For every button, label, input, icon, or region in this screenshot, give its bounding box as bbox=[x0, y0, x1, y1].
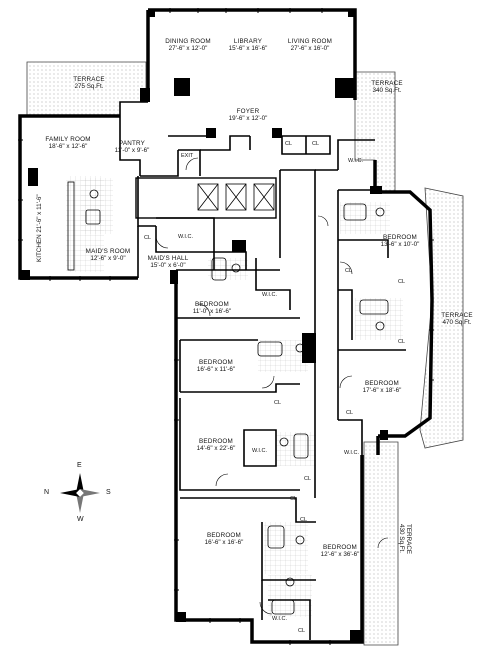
room-dimensions: 27'-6" x 12'-0" bbox=[168, 45, 208, 53]
room-name: MAID'S HALL bbox=[147, 255, 189, 262]
room-dimensions: 21'-6" x 11'-6" bbox=[36, 194, 43, 233]
room-dimensions: 15'-0" x 6'-0" bbox=[150, 262, 186, 270]
room-dimensions: 14'-6" x 22'-6" bbox=[196, 445, 236, 453]
walk-in-closet-label: W.I.C. bbox=[178, 234, 193, 240]
room-name: TERRACE bbox=[73, 76, 105, 83]
room-bedroom-5: BEDROOM 12'-6" x 36'-6" bbox=[312, 544, 368, 558]
compass-s: S bbox=[106, 489, 111, 496]
room-dimensions: 15'-6" x 16'-6" bbox=[228, 45, 268, 53]
room-living: LIVING ROOM 27'-6" x 16'-0" bbox=[280, 38, 340, 52]
compass-w: W bbox=[77, 516, 84, 523]
room-bedroom-2: BEDROOM 16'-6" x 11'-6" bbox=[188, 359, 244, 373]
room-name: FOYER bbox=[236, 108, 260, 115]
walk-in-closet-label: W.I.C. bbox=[348, 158, 363, 164]
columns bbox=[20, 10, 388, 642]
room-kitchen: KITCHEN 21'-6" x 11'-6" bbox=[36, 194, 43, 262]
closet-label: CL bbox=[398, 279, 406, 285]
compass-n: N bbox=[44, 489, 50, 496]
room-name: KITCHEN bbox=[36, 234, 43, 262]
closet-label: CL bbox=[312, 141, 320, 147]
room-name: LIVING ROOM bbox=[287, 38, 333, 45]
room-name: PANTRY bbox=[118, 140, 146, 147]
closet-label: CL bbox=[298, 628, 306, 634]
closet-label: CL bbox=[300, 517, 308, 523]
closet-label: CL bbox=[345, 268, 353, 274]
room-name: BEDROOM bbox=[195, 301, 229, 308]
room-dining: DINING ROOM 27'-6" x 12'-0" bbox=[158, 38, 218, 52]
room-terrace-nw: TERRACE 275 Sq.Ft. bbox=[64, 76, 114, 90]
room-bedroom-1: BEDROOM 11'-0" x 16'-6" bbox=[184, 301, 240, 315]
room-dimensions: 11'-0" x 9'-6" bbox=[114, 147, 150, 155]
room-name: BEDROOM bbox=[383, 234, 417, 241]
room-dimensions: 12'-6" x 9'-0" bbox=[90, 255, 126, 263]
walk-in-closet-label: W.I.C. bbox=[252, 448, 267, 454]
room-terrace-se: TERRACE 430 Sq.Ft. bbox=[398, 524, 412, 554]
room-name: DINING ROOM bbox=[165, 38, 211, 45]
room-dimensions: 11'-0" x 16'-6" bbox=[192, 308, 232, 316]
windows bbox=[18, 8, 434, 645]
room-pantry: PANTRY 11'-0" x 9'-6" bbox=[104, 140, 160, 154]
room-dimensions: 17'-6" x 18'-6" bbox=[362, 387, 402, 395]
room-dimensions: 470 Sq.Ft. bbox=[442, 319, 472, 327]
elevators bbox=[135, 177, 277, 219]
door-swings bbox=[155, 157, 389, 615]
room-dimensions: 340 Sq.Ft. bbox=[372, 87, 402, 95]
room-name: TERRACE bbox=[441, 312, 473, 319]
room-dimensions: 19'-6" x 12'-0" bbox=[228, 115, 268, 123]
room-name: BEDROOM bbox=[365, 380, 399, 387]
room-dimensions: 275 Sq.Ft. bbox=[74, 83, 104, 91]
room-foyer: FOYER 19'-6" x 12'-0" bbox=[218, 108, 278, 122]
room-name: TERRACE bbox=[405, 524, 412, 555]
room-name: TERRACE bbox=[371, 80, 403, 87]
room-family: FAMILY ROOM 18'-6" x 12'-6" bbox=[38, 136, 98, 150]
room-name: LIBRARY bbox=[233, 38, 263, 45]
room-name: BEDROOM bbox=[199, 359, 233, 366]
walk-in-closet-label: W.I.C. bbox=[262, 292, 277, 298]
closet-label: CL bbox=[285, 141, 293, 147]
room-dimensions: 18'-6" x 12'-6" bbox=[48, 143, 88, 151]
room-name: BEDROOM bbox=[207, 532, 241, 539]
room-library: LIBRARY 15'-6" x 16'-6" bbox=[218, 38, 278, 52]
room-maids-room: MAID'S ROOM 12'-6" x 9'-0" bbox=[80, 248, 136, 262]
exit-label: EXIT bbox=[181, 153, 194, 159]
fixtures bbox=[67, 181, 389, 615]
room-bedroom-e1: BEDROOM 13'-6" x 10'-0" bbox=[372, 234, 428, 248]
room-bedroom-3: BEDROOM 14'-6" x 22'-6" bbox=[188, 438, 244, 452]
compass-e: E bbox=[77, 462, 82, 469]
room-name: FAMILY ROOM bbox=[45, 136, 91, 143]
room-terrace-e: TERRACE 470 Sq.Ft. bbox=[432, 312, 482, 326]
room-name: MAID'S ROOM bbox=[85, 248, 131, 255]
closet-label: CL bbox=[346, 410, 354, 416]
closet-label: CL bbox=[398, 339, 406, 345]
room-bedroom-e2: BEDROOM 17'-6" x 18'-6" bbox=[354, 380, 410, 394]
room-dimensions: 16'-6" x 16'-6" bbox=[204, 539, 244, 547]
room-dimensions: 27'-6" x 16'-0" bbox=[290, 45, 330, 53]
closet-label: CL bbox=[304, 476, 312, 482]
closet-label: CL bbox=[290, 496, 298, 502]
room-terrace-ne: TERRACE 340 Sq.Ft. bbox=[362, 80, 412, 94]
room-name: BEDROOM bbox=[323, 544, 357, 551]
room-name: BEDROOM bbox=[199, 438, 233, 445]
room-dimensions: 430 Sq.Ft. bbox=[397, 524, 405, 554]
room-bedroom-4: BEDROOM 16'-6" x 16'-6" bbox=[196, 532, 252, 546]
compass-rose bbox=[60, 473, 100, 513]
room-maids-hall: MAID'S HALL 15'-0" x 6'-0" bbox=[140, 255, 196, 269]
room-dimensions: 12'-6" x 36'-6" bbox=[320, 551, 360, 559]
walk-in-closet-label: W.I.C. bbox=[272, 616, 287, 622]
closet-label: CL bbox=[144, 235, 152, 241]
closet-label: CL bbox=[274, 400, 282, 406]
walk-in-closet-label: W.I.C. bbox=[344, 450, 359, 456]
room-dimensions: 16'-6" x 11'-6" bbox=[196, 366, 236, 374]
room-dimensions: 13'-6" x 10'-0" bbox=[380, 241, 420, 249]
